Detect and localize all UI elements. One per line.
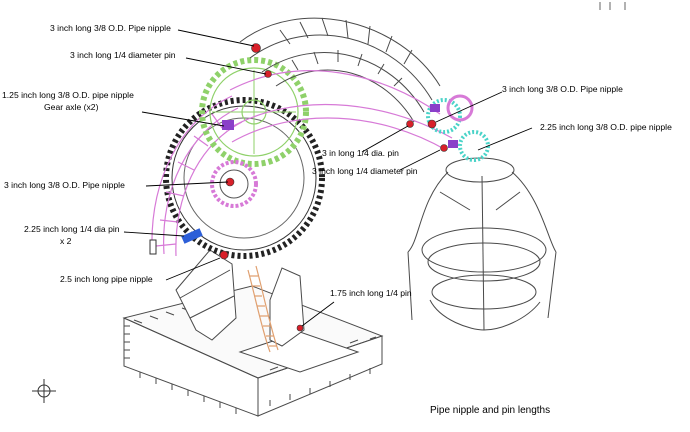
label-gear-axle-nipple: 1.25 inch long 3/8 O.D. pipe nipple: [2, 90, 134, 100]
label-pipe-nipple-low: 2.5 inch long pipe nipple: [60, 274, 153, 284]
label-nipple-top: 3 inch long 3/8 O.D. Pipe nipple: [50, 23, 171, 33]
pink-arm-band: [225, 70, 453, 151]
label-pin-dia-center: 3 in long 1/4 dia. pin: [322, 148, 399, 158]
purple-axle-left: [222, 120, 234, 130]
green-gear: [199, 57, 309, 167]
crosshair-icon: [32, 379, 56, 403]
left-arm: [151, 95, 243, 257]
corner-mark-icon: [599, 2, 626, 10]
label-pin-dia: 2.25 inch long 1/4 dia pin: [24, 224, 120, 234]
chain-strip: [247, 265, 279, 353]
label-pin-top: 3 inch long 1/4 diameter pin: [70, 50, 176, 60]
base-plate: [175, 249, 360, 373]
label-nipple-mid-left: 3 inch long 3/8 O.D. Pipe nipple: [4, 180, 125, 190]
blue-pin: [149, 228, 203, 255]
figure-caption: Pipe nipple and pin lengths: [430, 405, 550, 416]
center-pinion: [210, 160, 258, 208]
label-nipple-right-225: 2.25 inch long 3/8 O.D. pipe nipple: [540, 122, 672, 132]
upper-arm: [239, 17, 441, 123]
red-pins: [219, 43, 448, 332]
label-nipple-right-top: 3 inch long 3/8 O.D. Pipe nipple: [502, 84, 623, 94]
label-pin-175: 1.75 inch long 1/4 pin: [330, 288, 412, 298]
right-cradle: [407, 157, 557, 331]
label-gear-axle: Gear axle (x2): [44, 102, 99, 112]
purple-parts: [430, 104, 458, 148]
label-pin-center-low: 3 inch long 1/4 diameter pin: [312, 166, 418, 176]
leader-lines: [123, 29, 533, 327]
label-pin-dia-count: x 2: [60, 236, 72, 246]
